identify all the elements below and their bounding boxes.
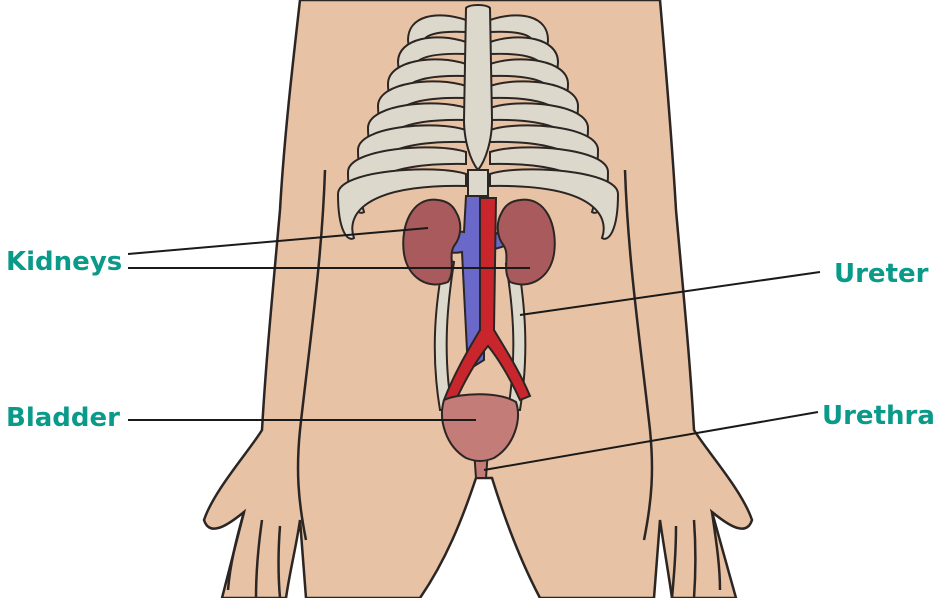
ureter-label: Ureter — [834, 259, 928, 289]
bladder-label: Bladder — [6, 403, 120, 433]
right-kidney — [498, 200, 555, 285]
urethra-label: Urethra — [822, 401, 935, 431]
left-kidney — [403, 200, 460, 285]
kidneys-label: Kidneys — [6, 247, 122, 277]
sternum — [464, 5, 492, 170]
